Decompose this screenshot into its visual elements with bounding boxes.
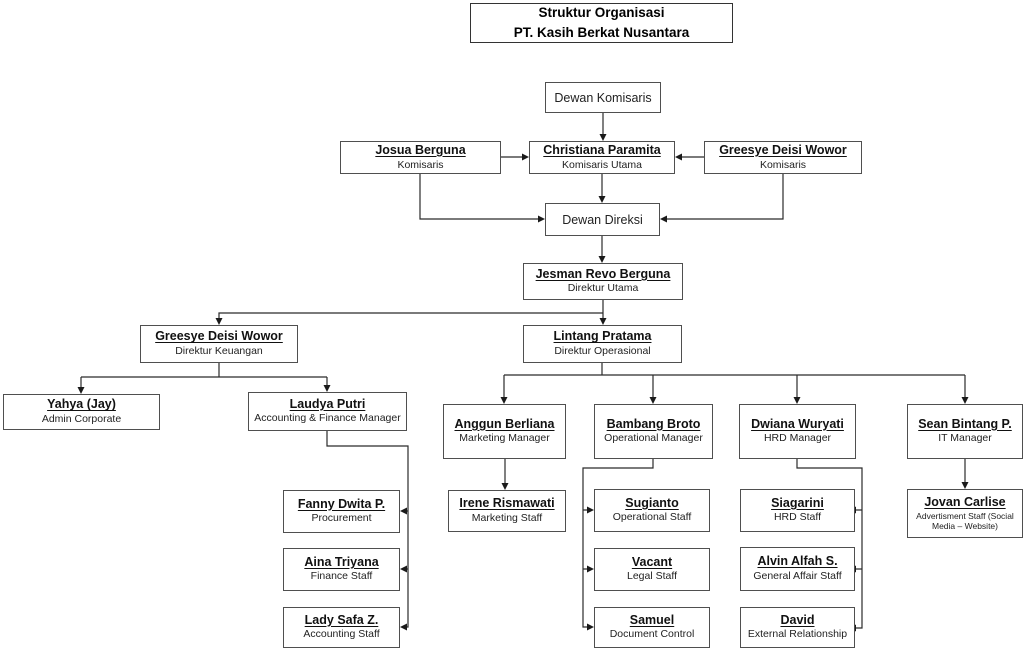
person-role: Admin Corporate bbox=[41, 412, 122, 425]
person-role: Marketing Manager bbox=[459, 432, 550, 445]
person-name: Siagarini bbox=[771, 495, 824, 510]
person-name: Greesye Deisi Wowor bbox=[155, 329, 283, 344]
org-node-alvin-alfah: Alvin Alfah S. General Affair Staff bbox=[740, 547, 855, 591]
person-name: Irene Rismawati bbox=[459, 496, 555, 511]
person-name: Lintang Pratama bbox=[553, 329, 652, 344]
org-node-vacant-legal: Vacant Legal Staff bbox=[594, 548, 710, 591]
person-role: Direktur Operasional bbox=[554, 344, 651, 357]
person-name: Yahya (Jay) bbox=[47, 397, 116, 412]
org-node-greesye-keuangan: Greesye Deisi Wowor Direktur Keuangan bbox=[140, 325, 298, 363]
person-role: External Relationship bbox=[747, 628, 848, 641]
person-role: General Affair Staff bbox=[753, 569, 842, 582]
person-name: Alvin Alfah S. bbox=[757, 554, 838, 569]
person-role: HRD Staff bbox=[773, 511, 822, 524]
org-node-lintang-pratama: Lintang Pratama Direktur Operasional bbox=[523, 325, 682, 363]
person-name: Bambang Broto bbox=[606, 416, 701, 431]
org-node-siagarini: Siagarini HRD Staff bbox=[740, 489, 855, 532]
org-node-jovan-carlise: Jovan Carlise Advertisment Staff (Social… bbox=[907, 489, 1023, 538]
person-role: HRD Manager bbox=[763, 432, 832, 445]
person-role: Operational Staff bbox=[612, 511, 692, 524]
org-node-dewan-komisaris: Dewan Komisaris bbox=[545, 82, 661, 113]
person-name: Sugianto bbox=[625, 495, 679, 510]
node-label: Dewan Direksi bbox=[562, 212, 643, 227]
org-node-yahya-jay: Yahya (Jay) Admin Corporate bbox=[3, 394, 160, 430]
person-role: Operational Manager bbox=[604, 432, 703, 445]
person-role: IT Manager bbox=[938, 432, 992, 445]
org-node-laudya-putri: Laudya Putri Accounting & Finance Manage… bbox=[248, 392, 407, 431]
person-role: Direktur Utama bbox=[567, 282, 639, 295]
person-name: Samuel bbox=[629, 612, 675, 627]
chart-title-line1: Struktur Organisasi bbox=[538, 5, 665, 21]
org-node-christiana-paramita: Christiana Paramita Komisaris Utama bbox=[529, 141, 675, 174]
org-node-sugianto: Sugianto Operational Staff bbox=[594, 489, 710, 532]
org-node-dwiana-wuryati: Dwiana Wuryati HRD Manager bbox=[739, 404, 856, 459]
org-node-lady-safa: Lady Safa Z. Accounting Staff bbox=[283, 607, 400, 648]
person-name: Lady Safa Z. bbox=[304, 612, 379, 627]
person-name: Laudya Putri bbox=[289, 396, 366, 411]
org-node-samuel: Samuel Document Control bbox=[594, 607, 710, 648]
node-label: Dewan Komisaris bbox=[554, 90, 652, 105]
chart-title-box: Struktur Organisasi PT. Kasih Berkat Nus… bbox=[470, 3, 733, 43]
person-name: Vacant bbox=[631, 554, 673, 569]
org-node-dewan-direksi: Dewan Direksi bbox=[545, 203, 660, 236]
person-role: Komisaris bbox=[397, 158, 444, 171]
person-name: Jesman Revo Berguna bbox=[535, 266, 671, 281]
person-role: Komisaris bbox=[759, 158, 807, 171]
org-node-bambang-broto: Bambang Broto Operational Manager bbox=[594, 404, 713, 459]
person-name: Dwiana Wuryati bbox=[751, 416, 844, 431]
person-name: Fanny Dwita P. bbox=[297, 496, 386, 511]
person-name: Aina Triyana bbox=[304, 554, 379, 569]
person-name: Christiana Paramita bbox=[543, 142, 661, 157]
person-role: Accounting Staff bbox=[303, 628, 380, 641]
person-role: Advertisment Staff (Social Media – Websi… bbox=[916, 510, 1014, 532]
person-role: Accounting & Finance Manager bbox=[254, 412, 401, 425]
org-node-david: David External Relationship bbox=[740, 607, 855, 648]
org-node-greesye-komisaris: Greesye Deisi Wowor Komisaris bbox=[704, 141, 862, 174]
person-name: Anggun Berliana bbox=[454, 416, 555, 431]
person-name: Greesye Deisi Wowor bbox=[719, 142, 847, 157]
person-name: Jovan Carlise bbox=[924, 495, 1006, 510]
org-node-anggun-berliana: Anggun Berliana Marketing Manager bbox=[443, 404, 566, 459]
org-node-aina-triyana: Aina Triyana Finance Staff bbox=[283, 548, 400, 591]
person-role: Document Control bbox=[609, 628, 695, 641]
person-role: Marketing Staff bbox=[471, 511, 543, 524]
person-role: Legal Staff bbox=[626, 570, 677, 583]
person-name: David bbox=[780, 612, 815, 627]
person-role: Komisaris Utama bbox=[562, 158, 642, 171]
org-node-josua-berguna: Josua Berguna Komisaris bbox=[340, 141, 501, 174]
person-role: Direktur Keuangan bbox=[175, 344, 263, 357]
org-node-irene-rismawati: Irene Rismawati Marketing Staff bbox=[448, 490, 566, 532]
chart-title-line2: PT. Kasih Berkat Nusantara bbox=[513, 25, 690, 40]
org-node-fanny-dwita: Fanny Dwita P. Procurement bbox=[283, 490, 400, 533]
org-node-jesman-revo-berguna: Jesman Revo Berguna Direktur Utama bbox=[523, 263, 683, 300]
person-name: Josua Berguna bbox=[375, 142, 466, 157]
person-name: Sean Bintang P. bbox=[918, 416, 1012, 431]
person-role: Procurement bbox=[311, 512, 372, 525]
org-node-sean-bintang: Sean Bintang P. IT Manager bbox=[907, 404, 1023, 459]
person-role: Finance Staff bbox=[310, 570, 373, 583]
